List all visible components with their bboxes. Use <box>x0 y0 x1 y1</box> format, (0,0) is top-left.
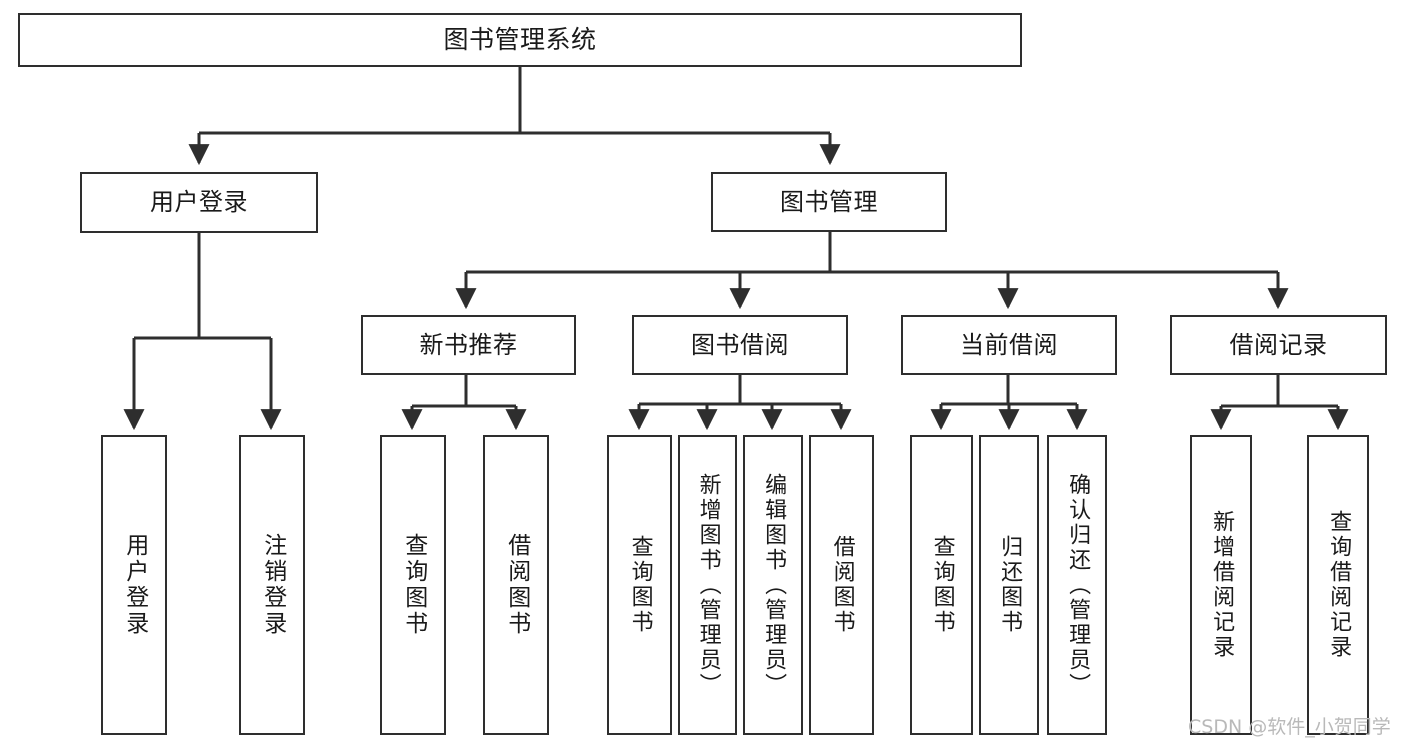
node-book-management[interactable]: 图书管理 <box>711 172 947 232</box>
leaf-confirm-return-admin[interactable]: 确认归还（管理员） <box>1047 435 1107 735</box>
node-label: 新增借阅记录 <box>1209 510 1235 660</box>
node-label: 用户登录 <box>121 533 148 637</box>
leaf-edit-book-admin[interactable]: 编辑图书（管理员） <box>743 435 803 735</box>
node-label: 确认归还（管理员） <box>1065 472 1091 698</box>
leaf-query-book-borrow[interactable]: 查询图书 <box>607 435 672 735</box>
leaf-return-book[interactable]: 归还图书 <box>979 435 1039 735</box>
node-label: 图书借阅 <box>691 330 789 359</box>
leaf-borrow-book[interactable]: 借阅图书 <box>809 435 874 735</box>
leaf-query-book-recommend[interactable]: 查询图书 <box>380 435 446 735</box>
node-label: 编辑图书（管理员） <box>761 472 787 698</box>
node-label: 借阅图书 <box>829 535 855 635</box>
node-user-login[interactable]: 用户登录 <box>80 172 318 233</box>
node-label: 图书管理 <box>780 187 878 216</box>
leaf-borrow-book-recommend[interactable]: 借阅图书 <box>483 435 549 735</box>
node-label: 归还图书 <box>997 535 1023 635</box>
node-label: 借阅记录 <box>1229 330 1328 359</box>
node-new-book-recommendation[interactable]: 新书推荐 <box>361 315 576 375</box>
node-label: 查询图书 <box>627 535 653 635</box>
leaf-add-book-admin[interactable]: 新增图书（管理员） <box>678 435 737 735</box>
node-root-book-management-system[interactable]: 图书管理系统 <box>18 13 1022 67</box>
node-label: 新书推荐 <box>419 330 518 359</box>
leaf-user-logout[interactable]: 注销登录 <box>239 435 305 735</box>
node-current-borrowing[interactable]: 当前借阅 <box>901 315 1117 375</box>
node-label: 新增图书（管理员） <box>695 472 721 698</box>
node-label: 当前借阅 <box>960 330 1058 359</box>
node-borrowing-record[interactable]: 借阅记录 <box>1170 315 1387 375</box>
leaf-user-login[interactable]: 用户登录 <box>101 435 167 735</box>
leaf-query-book-current[interactable]: 查询图书 <box>910 435 973 735</box>
leaf-query-borrow-record[interactable]: 查询借阅记录 <box>1307 435 1369 735</box>
node-label: 查询图书 <box>400 533 427 637</box>
node-book-borrowing[interactable]: 图书借阅 <box>632 315 848 375</box>
node-label: 注销登录 <box>259 533 286 637</box>
node-label: 借阅图书 <box>503 533 530 637</box>
node-label: 用户登录 <box>150 188 248 217</box>
node-label: 图书管理系统 <box>443 25 597 54</box>
leaf-add-borrow-record[interactable]: 新增借阅记录 <box>1190 435 1252 735</box>
node-label: 查询借阅记录 <box>1326 510 1352 660</box>
watermark-text: CSDN @软件_小贺同学 <box>1188 716 1391 738</box>
node-label: 查询图书 <box>929 535 955 635</box>
